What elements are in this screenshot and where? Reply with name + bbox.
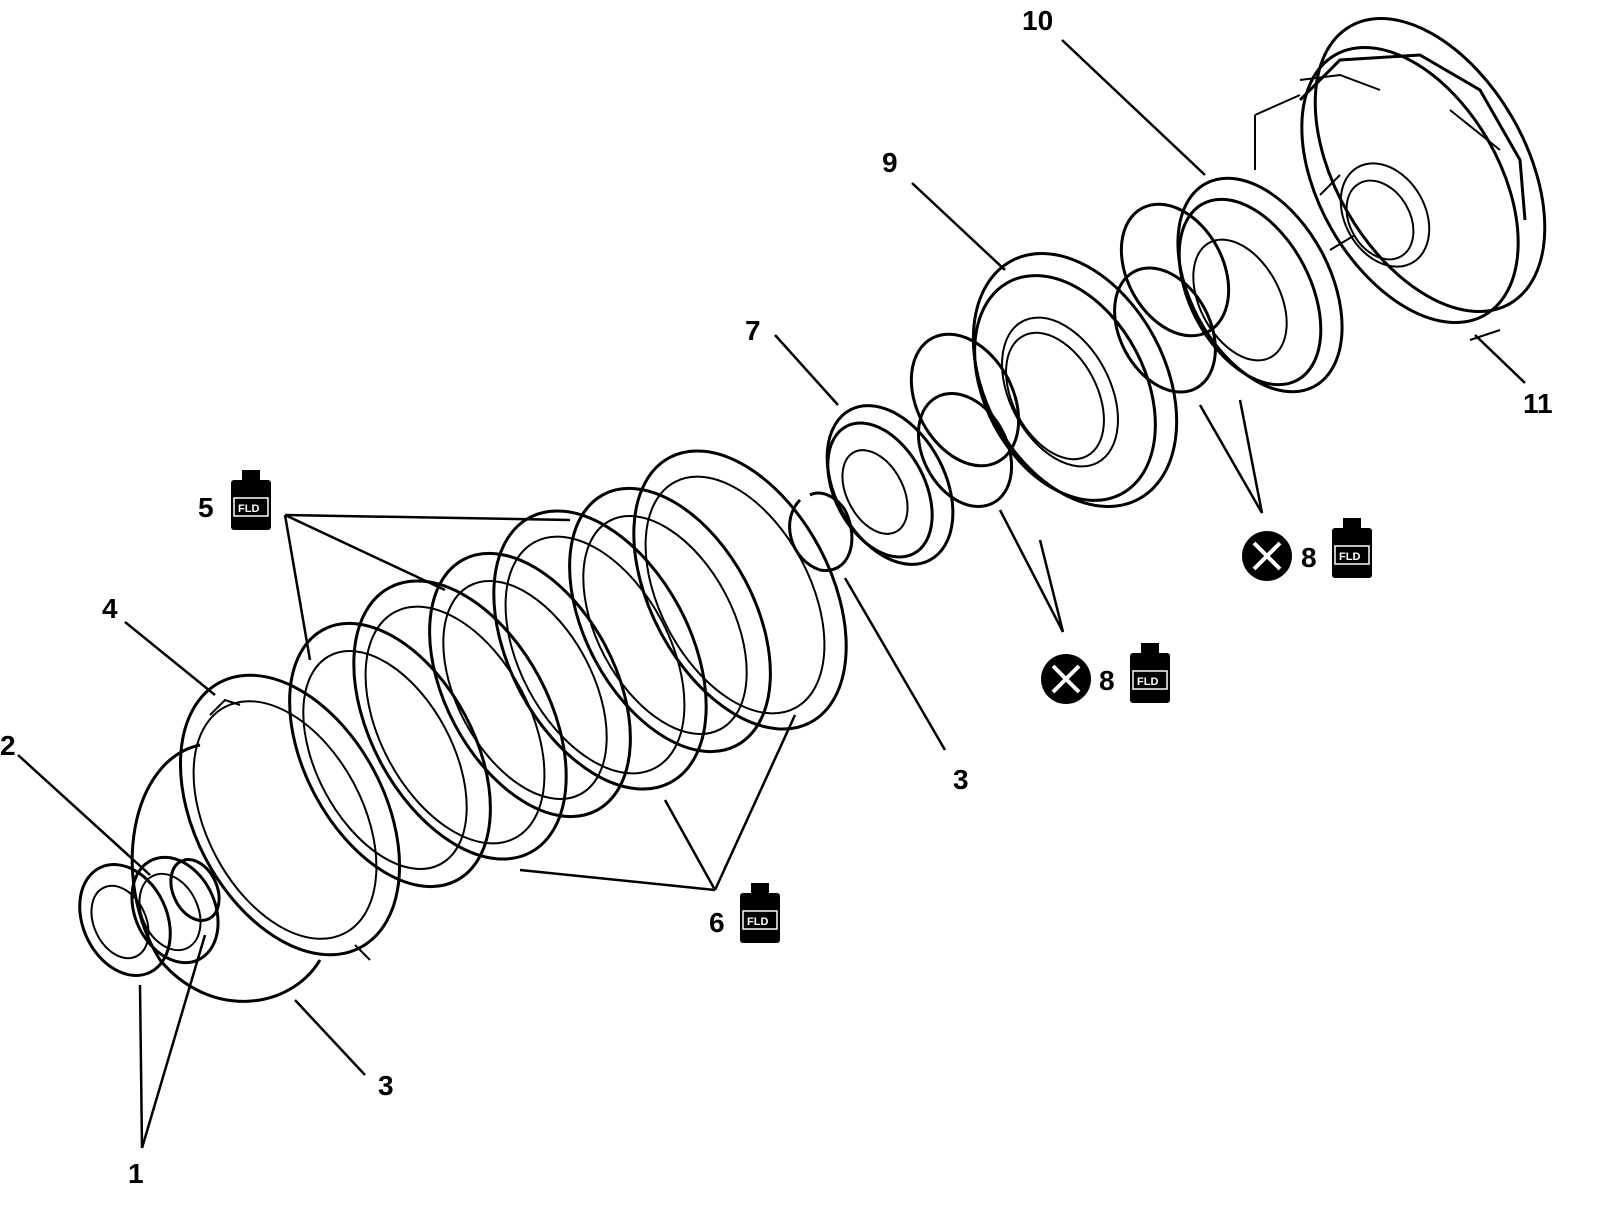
backing-plate-part-4 [178, 673, 402, 961]
seal-rings-part-8-right [1113, 202, 1231, 394]
spring-retainer-part-9 [971, 252, 1179, 508]
piston-part-10 [1176, 176, 1344, 394]
clutch-housing-part-11 [1254, 17, 1547, 341]
callout-9: 9 [882, 147, 898, 178]
fluid-label: FLD [1339, 551, 1360, 563]
callout-10: 10 [1022, 5, 1053, 36]
clutch-plates-part-6 [352, 449, 848, 861]
fluid-label: FLD [747, 916, 768, 928]
do-not-reuse-icon [1242, 531, 1292, 581]
fluid-bottle-icon: FLD [1332, 518, 1372, 578]
fluid-label: FLD [1137, 676, 1158, 688]
callout-6: 6 [709, 907, 725, 938]
snap-ring-part-3-upper [788, 491, 854, 572]
snap-ring-part-3-lower [130, 743, 322, 1003]
seal-rings-part-8-middle [909, 332, 1021, 509]
callout-3-upper: 3 [953, 764, 969, 795]
callout-4: 4 [102, 593, 118, 624]
callout-11: 11 [1523, 388, 1553, 419]
callout-7: 7 [745, 315, 761, 346]
fluid-bottle-icon: FLD [231, 470, 271, 530]
callout-5: 5 [198, 492, 214, 523]
callout-3-lower: 3 [378, 1070, 394, 1101]
fluid-bottle-icon: FLD [740, 883, 780, 943]
fluid-label: FLD [238, 503, 259, 515]
callout-8-right: 8 [1301, 542, 1317, 573]
callout-2: 2 [0, 730, 16, 761]
do-not-reuse-icon [1041, 654, 1091, 704]
clutch-plates-part-5 [288, 486, 772, 889]
callout-8-middle: 8 [1099, 665, 1115, 696]
leader-lines [17, 39, 1526, 1149]
callout-1: 1 [128, 1158, 144, 1189]
piston-part-7 [825, 404, 955, 566]
thrust-washer-part-1 [78, 858, 221, 977]
fluid-bottle-icon: FLD [1130, 643, 1170, 703]
